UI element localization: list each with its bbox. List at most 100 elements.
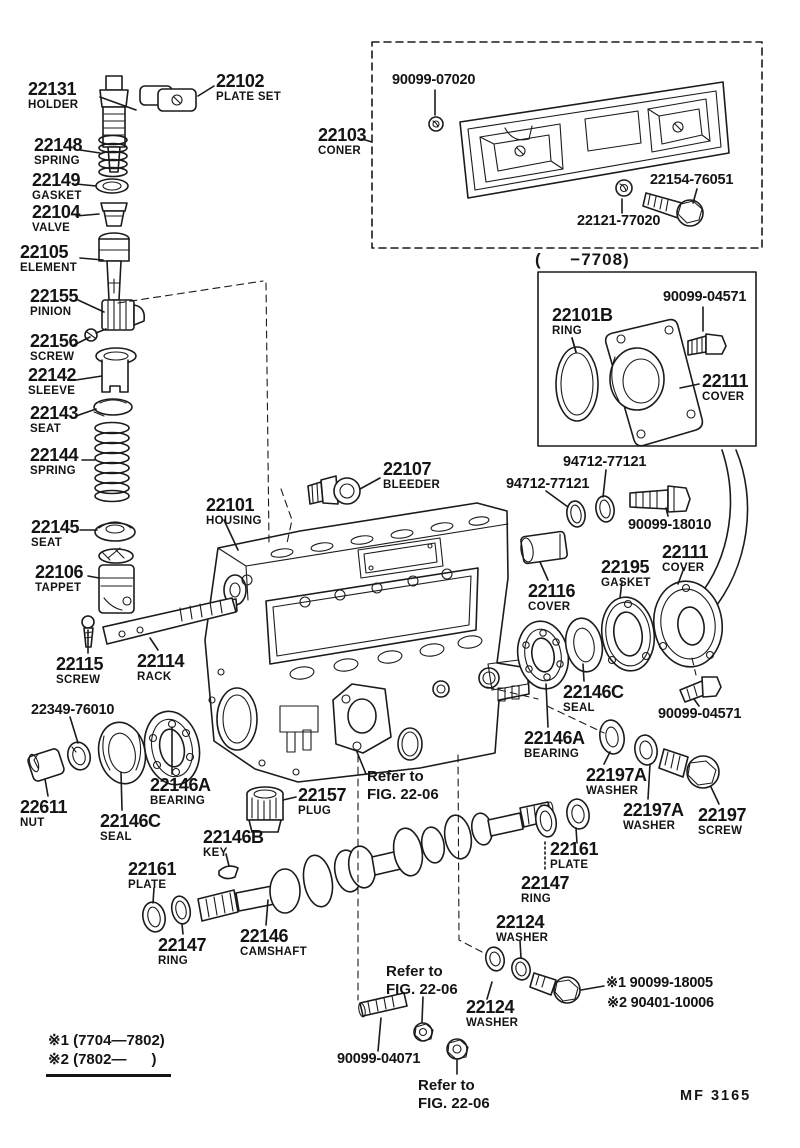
figure-code: MF 3165: [680, 1088, 752, 1104]
bolt-90099-18005-drawing: [529, 972, 581, 1004]
nut-lower-drawing: [446, 1038, 469, 1060]
part-label-22349-76010: 22349-76010: [31, 702, 115, 718]
part-label-90099-07020: 90099-07020: [392, 72, 476, 88]
washer-22124-lower-drawing: [511, 957, 531, 981]
ring-94712-lower-drawing: [566, 500, 586, 528]
bearing-22146A-right-drawing: [516, 620, 570, 690]
section-header-minus7708: ( −7708): [535, 250, 630, 269]
bolt-90099-18010-drawing: [629, 485, 691, 513]
washer-22197A-2-drawing: [634, 734, 658, 766]
screw-22156-drawing: [84, 328, 107, 342]
gasket-22195-drawing: [600, 596, 656, 672]
part-label-90099-04071: 90099-04071: [337, 1051, 421, 1067]
key-22146B-drawing: [218, 865, 239, 880]
cover-plate-22103-drawing: [459, 81, 730, 199]
rack-22114-drawing: [102, 597, 237, 645]
frame-minus7708: [537, 271, 757, 447]
spring-22144-drawing: [94, 421, 130, 503]
seal-22146C-left-drawing: [97, 721, 147, 785]
seat-22145-drawing: [94, 521, 136, 542]
washer-22197A-1-drawing: [599, 719, 625, 755]
part-label-94712-77121-lower: 94712-77121: [506, 476, 590, 492]
gasket-22149-drawing: [95, 178, 129, 194]
plate-set-22102-drawing: [139, 85, 197, 112]
ring-22101B-drawing: [555, 337, 599, 422]
cover-22111-main-drawing: [653, 580, 723, 668]
leader-lines: [44, 85, 720, 1075]
nut-22611-drawing: [27, 748, 65, 782]
washer-22121-77020-drawing: [615, 179, 633, 214]
part-label-90099-18005: ※1 90099-18005: [606, 975, 713, 991]
pinion-22155-drawing: [101, 278, 146, 331]
ring-22147-right-drawing: [534, 804, 558, 838]
bolt-90099-04571-lower-drawing: [679, 676, 722, 703]
holder-22131-drawing: [99, 75, 129, 173]
bolt-90099-04571-top-drawing: [687, 306, 727, 356]
screw-90099-07020-drawing: [428, 89, 444, 132]
cover-22116-drawing: [520, 530, 569, 565]
bolt-22154-76051-drawing: [642, 188, 704, 227]
element-22105-drawing: [98, 232, 130, 311]
valve-22104-drawing: [100, 202, 128, 227]
footnote-line-1: ※1 (7704—7802): [48, 1032, 165, 1049]
bleeder-22107-drawing: [307, 475, 361, 505]
part-label-90099-18010: 90099-18010: [628, 517, 712, 533]
seal-22146C-right-drawing: [564, 617, 604, 673]
ring-94712-upper-drawing: [595, 495, 615, 523]
spring-22148-drawing: [98, 134, 128, 178]
plate-22161-left-drawing: [141, 901, 167, 933]
cover-22111-7708-drawing: [604, 318, 704, 447]
part-label-22154-76051: 22154-76051: [650, 172, 734, 188]
construction-lines: [117, 280, 697, 1001]
stud-90099-04071-drawing: [358, 992, 408, 1018]
plate-22161-right-drawing: [566, 798, 590, 830]
seat-22143-drawing: [93, 398, 133, 417]
part-label-90401-10006: ※2 90401-10006: [607, 995, 714, 1011]
tappet-22106-drawing: [98, 547, 135, 614]
plug-22157-drawing: [246, 786, 284, 833]
dashed-frame-cover-set: [371, 41, 763, 249]
housing-22101-drawing: [197, 502, 530, 783]
ring-22147-left-drawing: [170, 895, 192, 925]
part-label-22121-77020: 22121-77020: [577, 213, 661, 229]
